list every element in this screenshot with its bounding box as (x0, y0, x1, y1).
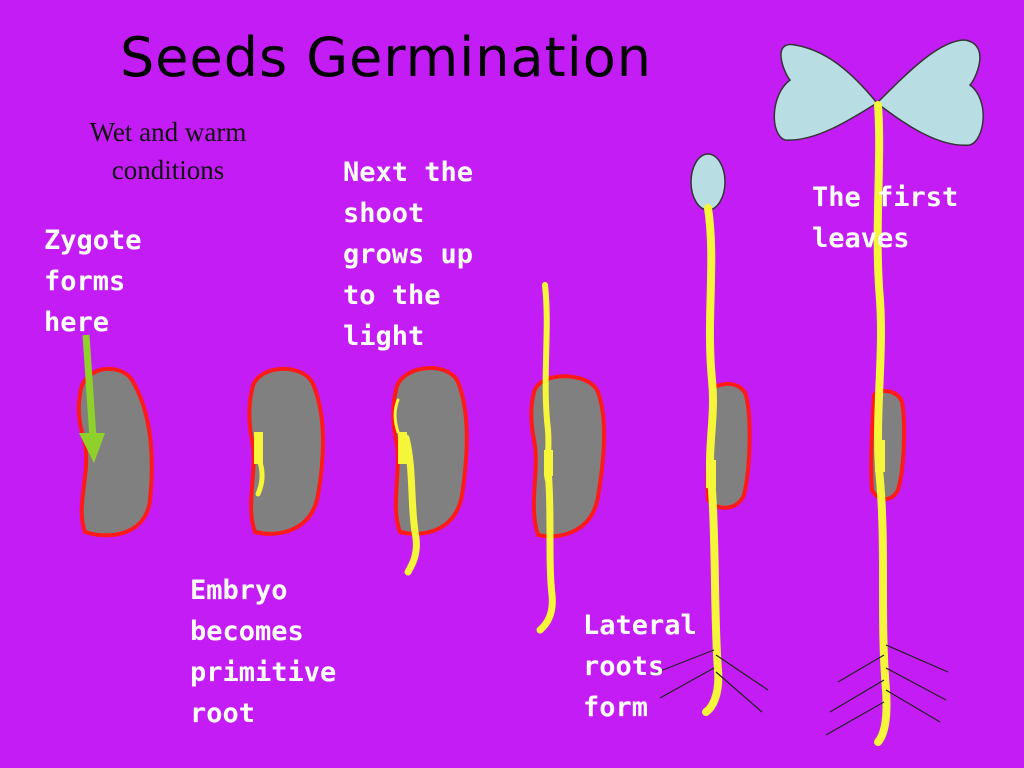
page-title: Seeds Germination (120, 26, 652, 89)
label-first-leaves: The first leaves (812, 182, 959, 254)
shoot-3 (393, 398, 400, 434)
embryo-3 (398, 432, 407, 464)
label-embryo: Embryo becomes primitive root (190, 575, 337, 729)
stem-5 (702, 204, 723, 716)
label-shoot: Next the shoot grows up to the light (343, 157, 474, 352)
conditions-note: Wet and warm conditions (89, 117, 247, 185)
lateral-roots-6 (825, 644, 949, 736)
primitive-root-2 (255, 459, 265, 497)
seed-4 (529, 374, 607, 539)
label-lateral-roots: Lateral roots form (583, 610, 697, 723)
label-zygote: Zygote forms here (44, 225, 142, 338)
root-3 (402, 434, 420, 576)
embryo-2 (254, 432, 263, 464)
bud-icon (690, 153, 726, 211)
lateral-roots-5 (649, 649, 769, 713)
first-leaves-icon (773, 39, 984, 146)
seed-2 (247, 366, 325, 536)
shoot-4 (542, 282, 552, 483)
arrow-icon (79, 334, 105, 463)
root-4 (536, 466, 556, 634)
